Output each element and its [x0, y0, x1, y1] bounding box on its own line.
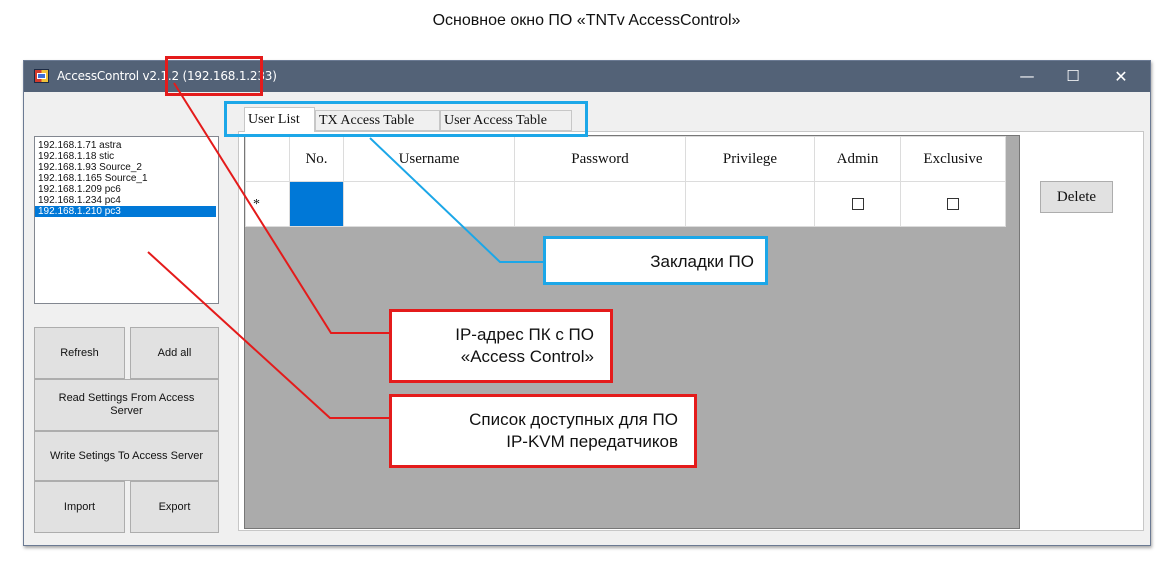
cell-password[interactable] [514, 181, 686, 227]
list-callout-line2: IP-KVM передатчиков [506, 432, 678, 451]
cell-admin [814, 181, 901, 227]
refresh-button[interactable]: Refresh [34, 327, 125, 379]
tab-tx-access-table[interactable]: TX Access Table [315, 110, 440, 131]
cell-exclusive [900, 181, 1006, 227]
delete-button[interactable]: Delete [1040, 181, 1113, 213]
app-window: AccessControl v2.1.2 (192.168.1.233) — ☐… [23, 60, 1151, 546]
column-header-exclusive[interactable]: Exclusive [900, 136, 1006, 182]
maximize-button[interactable]: ☐ [1066, 67, 1080, 85]
device-listbox[interactable]: 192.168.1.71 astra 192.168.1.18 stic 192… [34, 136, 219, 304]
exclusive-checkbox[interactable] [947, 198, 959, 211]
read-settings-button[interactable]: Read Settings From Access Server [34, 379, 219, 431]
title-bar[interactable]: AccessControl v2.1.2 (192.168.1.233) — ☐… [24, 61, 1150, 92]
tab-user-list[interactable]: User List [244, 107, 315, 132]
ip-callout-line2: «Access Control» [460, 347, 594, 366]
device-list-item[interactable]: 192.168.1.165 Source_1 [38, 173, 148, 184]
device-list-item[interactable]: 192.168.1.18 stic [38, 151, 115, 162]
new-row-marker: * [253, 197, 260, 212]
tab-user-access-table[interactable]: User Access Table [440, 110, 572, 131]
ip-callout: IP-адрес ПК с ПО «Access Control» [389, 309, 613, 383]
tabs-callout: Закладки ПО [543, 236, 768, 285]
user-table: No. Username Password Privilege Admin Ex… [245, 136, 1006, 227]
admin-checkbox[interactable] [851, 198, 864, 211]
ip-callout-line1: IP-адрес ПК с ПО [455, 325, 594, 344]
page-title: Основное окно ПО «TNTv AccessControl» [432, 12, 741, 29]
write-settings-button[interactable]: Write Setings To Access Server [34, 431, 219, 481]
column-header-admin[interactable]: Admin [814, 136, 901, 182]
column-header-password[interactable]: Password [514, 136, 686, 182]
row-header-new[interactable]: * [245, 181, 290, 227]
user-grid[interactable]: No. Username Password Privilege Admin Ex… [244, 135, 1020, 529]
device-list-item[interactable]: 192.168.1.234 pc4 [38, 195, 121, 206]
cell-username[interactable] [343, 181, 515, 227]
device-list-item[interactable]: 192.168.1.71 astra [38, 140, 122, 151]
table-row-new: * [245, 181, 1006, 227]
list-callout-line1: Список доступных для ПО [469, 410, 678, 429]
window-title: AccessControl v2.1.2 (192.168.1.233) [57, 69, 277, 83]
device-list-item[interactable]: 192.168.1.93 Source_2 [38, 162, 142, 173]
row-header-corner [245, 136, 290, 182]
user-list-panel: No. Username Password Privilege Admin Ex… [238, 131, 1144, 531]
export-button[interactable]: Export [130, 481, 219, 533]
cell-privilege[interactable] [685, 181, 815, 227]
device-list-item-selected[interactable]: 192.168.1.210 pc3 [35, 206, 216, 217]
cell-no[interactable] [289, 181, 344, 227]
import-button[interactable]: Import [34, 481, 125, 533]
column-header-username[interactable]: Username [343, 136, 515, 182]
tabs-callout-text: Закладки ПО [650, 252, 754, 271]
column-header-privilege[interactable]: Privilege [685, 136, 815, 182]
close-button[interactable]: ✕ [1114, 67, 1128, 86]
device-list-item[interactable]: 192.168.1.209 pc6 [38, 184, 121, 195]
minimize-button[interactable]: — [1019, 67, 1035, 85]
add-all-button[interactable]: Add all [130, 327, 219, 379]
column-header-no[interactable]: No. [289, 136, 344, 182]
list-callout: Список доступных для ПО IP-KVM передатчи… [389, 394, 697, 468]
app-icon [34, 69, 49, 83]
table-header-row: No. Username Password Privilege Admin Ex… [245, 136, 1006, 182]
